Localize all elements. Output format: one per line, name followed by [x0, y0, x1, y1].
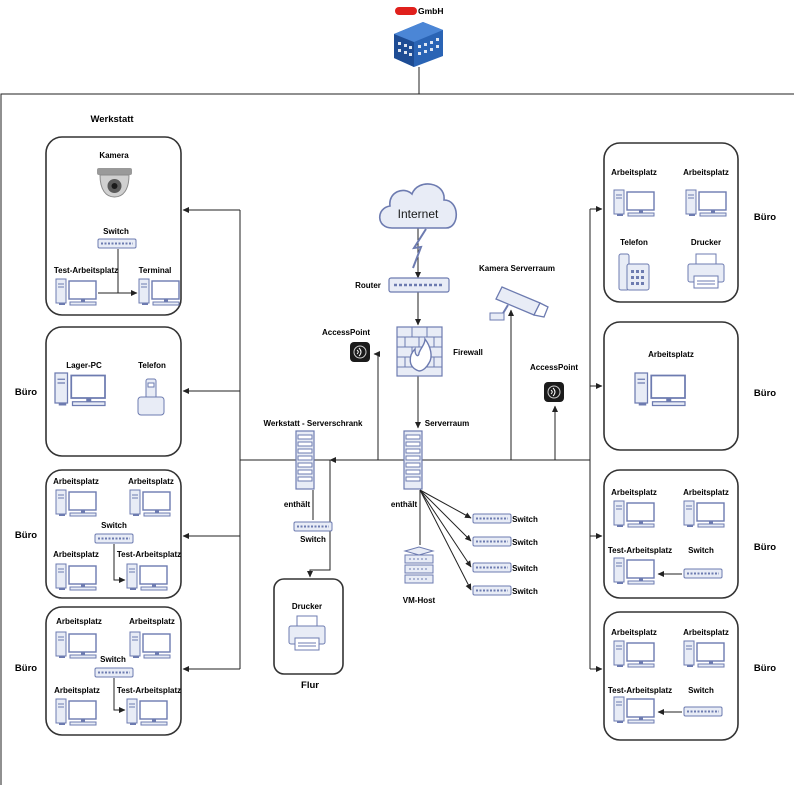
- werkstatt-camera-label: Kamera: [99, 151, 129, 160]
- enthaelt-right-label: enthält: [390, 500, 418, 509]
- room-title-r1: Büro: [753, 212, 777, 223]
- company-name: GmbH: [418, 5, 444, 16]
- enthaelt-left-label: enthält: [283, 500, 311, 509]
- l4-pc-3-label: Arbeitsplatz: [54, 686, 100, 695]
- schrank-switch-label: Switch: [300, 535, 326, 544]
- room-werkstatt: [45, 136, 182, 316]
- l3-test-label: Test-Arbeitsplatz: [116, 550, 182, 559]
- router-label: Router: [355, 281, 381, 290]
- router-icon: [388, 277, 450, 293]
- werkstatt-test-label: Test-Arbeitsplatz: [53, 266, 119, 275]
- dome-camera-icon: [97, 168, 132, 198]
- r3-switch-icon: [683, 568, 723, 579]
- l4-test-label: Test-Arbeitsplatz: [116, 686, 182, 695]
- l4-pc-2-label: Arbeitsplatz: [129, 617, 175, 626]
- r2-pc-label: Arbeitsplatz: [648, 350, 694, 359]
- r1-pc-2-label: Arbeitsplatz: [683, 168, 729, 177]
- lager-phone-icon: [137, 378, 165, 416]
- l4-pc-1-label: Arbeitsplatz: [56, 617, 102, 626]
- server-switch-1-icon: [472, 513, 512, 524]
- room-title-werkstatt: Werkstatt: [90, 114, 134, 125]
- server-rack-icon: [403, 430, 423, 490]
- room-title-r4: Büro: [753, 663, 777, 674]
- l4-switch-label: Switch: [100, 655, 126, 664]
- room-title-l4: Büro: [14, 663, 38, 674]
- r3-switch-label: Switch: [688, 546, 714, 555]
- accesspoint-left-label: AccessPoint: [321, 328, 371, 337]
- r1-phone-label: Telefon: [620, 238, 648, 247]
- kamera-serverraum-label: Kamera Serverraum: [478, 264, 556, 273]
- werkstatt-terminal-label: Terminal: [138, 266, 172, 275]
- connection-lines: [98, 206, 682, 715]
- room-title-lager: Büro: [14, 387, 38, 398]
- r3-test-label: Test-Arbeitsplatz: [607, 546, 673, 555]
- accesspoint-right-label: AccessPoint: [529, 363, 579, 372]
- lightning-icon: [411, 228, 427, 269]
- server-switch-1-label: Switch: [512, 515, 538, 524]
- werkstatt-switch-label: Switch: [103, 227, 129, 236]
- room-lager: [45, 326, 182, 457]
- r3-pc-1-label: Arbeitsplatz: [611, 488, 657, 497]
- r4-test-label: Test-Arbeitsplatz: [607, 686, 673, 695]
- security-camera-icon: [489, 286, 549, 321]
- vm-host-icon: [403, 546, 435, 584]
- server-switch-4-label: Switch: [512, 587, 538, 596]
- werkstatt-server-rack-icon: [295, 430, 315, 490]
- firewall-icon: [396, 326, 443, 377]
- vm-host-label: VM-Host: [402, 596, 436, 605]
- l3-switch-icon: [94, 533, 134, 544]
- internet-cloud-icon: [378, 183, 458, 229]
- r1-pc-1-label: Arbeitsplatz: [611, 168, 657, 177]
- server-switch-3-icon: [472, 562, 512, 573]
- company-logo: GmbH: [395, 5, 444, 16]
- accesspoint-left-icon: [349, 341, 371, 363]
- server-switch-2-icon: [472, 536, 512, 547]
- l3-pc-2-label: Arbeitsplatz: [128, 477, 174, 486]
- room-title-l3: Büro: [14, 530, 38, 541]
- accesspoint-right-icon: [543, 381, 565, 403]
- company-name-redaction: [395, 6, 417, 15]
- room-title-flur: Flur: [301, 680, 319, 691]
- r4-switch-label: Switch: [688, 686, 714, 695]
- r4-pc-1-label: Arbeitsplatz: [611, 628, 657, 637]
- firewall-label: Firewall: [453, 348, 483, 357]
- room-title-r3: Büro: [753, 542, 777, 553]
- r1-printer-label: Drucker: [690, 238, 722, 247]
- werkstatt-switch-icon: [97, 238, 137, 249]
- r4-switch-icon: [683, 706, 723, 717]
- schrank-switch-icon: [293, 521, 333, 532]
- room-title-r2: Büro: [753, 388, 777, 399]
- l3-pc-1-label: Arbeitsplatz: [53, 477, 99, 486]
- server-switch-4-icon: [472, 585, 512, 596]
- internet-label: Internet: [397, 207, 439, 221]
- company-frame: [0, 93, 794, 785]
- server-switch-2-label: Switch: [512, 538, 538, 547]
- r4-pc-2-label: Arbeitsplatz: [683, 628, 729, 637]
- werkstatt-serverschrank-label: Werkstatt - Serverschrank: [263, 419, 363, 428]
- l4-switch-icon: [94, 667, 134, 678]
- server-switch-3-label: Switch: [512, 564, 538, 573]
- lager-pc-label: Lager-PC: [66, 361, 102, 370]
- l3-pc-3-label: Arbeitsplatz: [53, 550, 99, 559]
- r3-pc-2-label: Arbeitsplatz: [683, 488, 729, 497]
- flur-printer-label: Drucker: [291, 602, 323, 611]
- l3-switch-label: Switch: [101, 521, 127, 530]
- lager-phone-label: Telefon: [138, 361, 166, 370]
- office-building-icon: [394, 22, 443, 67]
- serverraum-label: Serverraum: [424, 419, 470, 428]
